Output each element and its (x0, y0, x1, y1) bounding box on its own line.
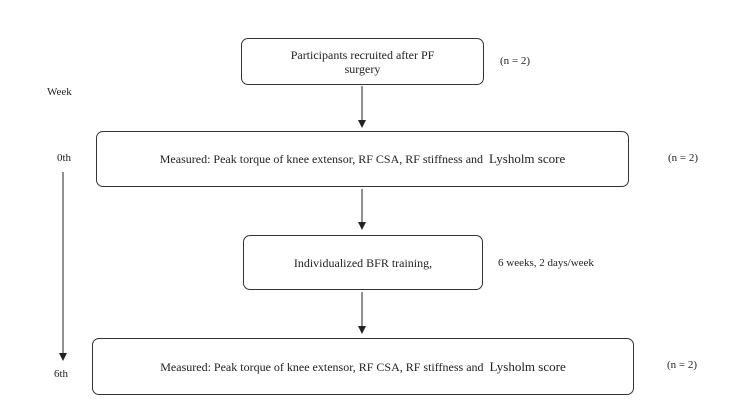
training-text: Individualized BFR training, (293, 255, 433, 270)
baseline-measure-box: Measured: Peak torque of knee extensor, … (96, 131, 629, 187)
baseline-measure-lysholm: Lysholm score (489, 151, 566, 166)
training-schedule: 6 weeks, 2 days/week (498, 257, 594, 269)
baseline-measure-text: Measured: Peak torque of knee extensor, … (159, 151, 566, 167)
followup-measure-main: Measured: Peak torque of knee extensor, … (160, 359, 484, 374)
followup-measure-count: (n = 2) (667, 359, 698, 371)
timeline-start-label: 0th (57, 152, 72, 164)
followup-measure-lysholm: Lysholm score (489, 358, 566, 374)
recruitment-count: (n = 2) (500, 55, 531, 67)
recruitment-text: Participants recruited after PF surgery (290, 47, 435, 76)
recruitment-box: Participants recruited after PF surgery (241, 38, 484, 85)
followup-measure-text: Measured: Peak torque of knee extensor, … (160, 358, 566, 374)
timeline-week-label: Week (47, 86, 72, 98)
followup-measure-box: Measured: Peak torque of knee extensor, … (92, 338, 634, 395)
baseline-measure-count: (n = 2) (668, 152, 699, 164)
training-box: Individualized BFR training, (243, 235, 483, 290)
baseline-measure-main: Measured: Peak torque of knee extensor, … (159, 152, 484, 166)
timeline-end-label: 6th (54, 368, 69, 380)
